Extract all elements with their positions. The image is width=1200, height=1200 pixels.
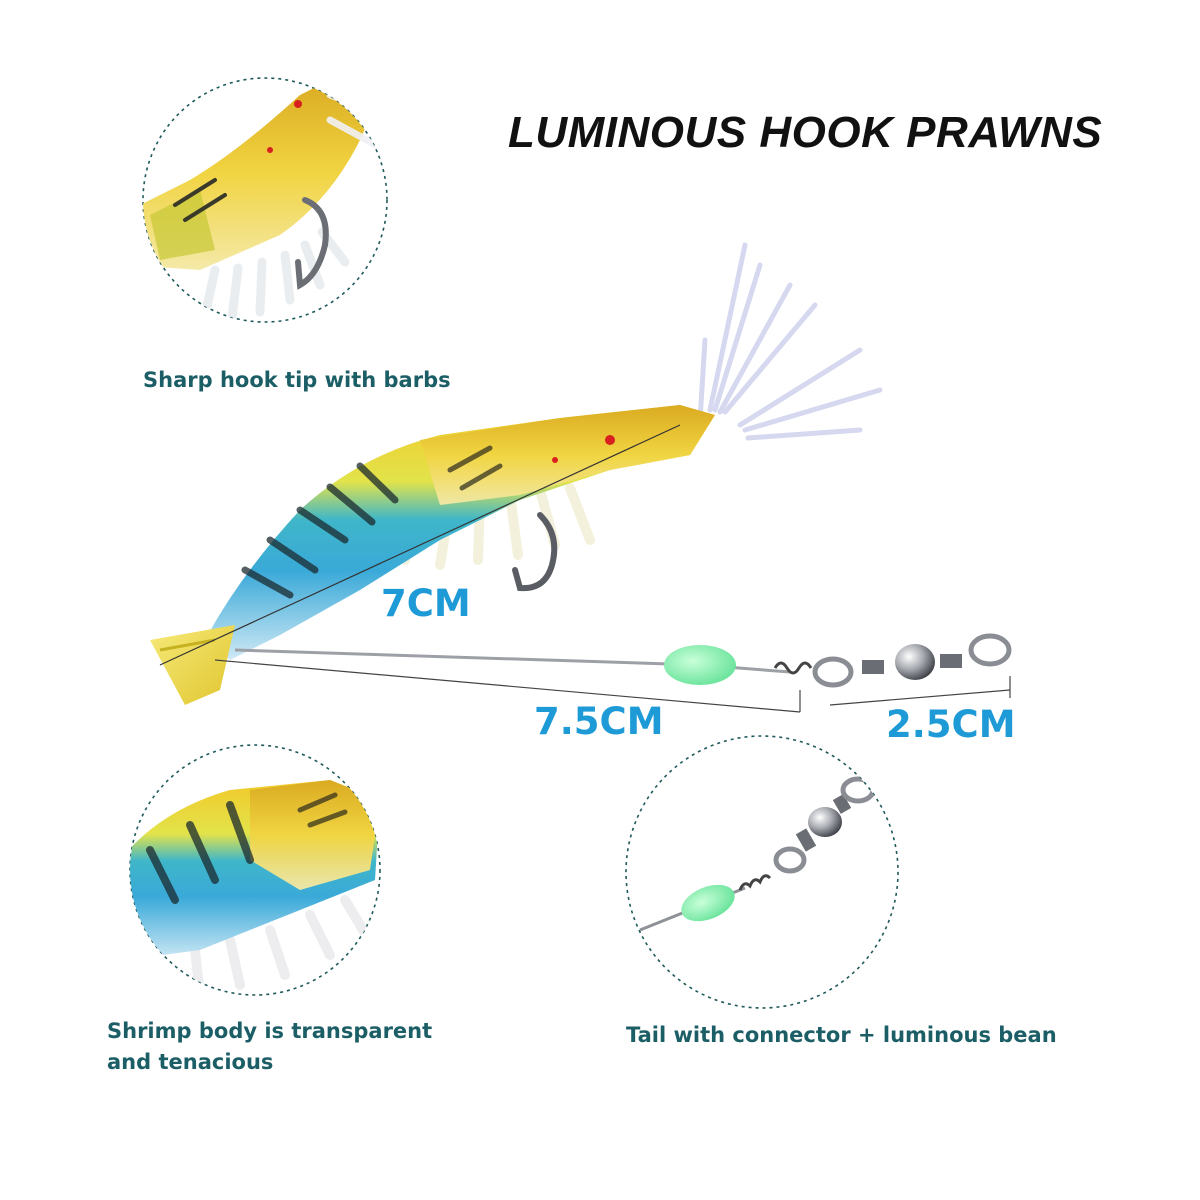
body-length-label: 7CM xyxy=(381,582,471,625)
swivel-length-label: 2.5CM xyxy=(886,703,1016,746)
page-title: LUMINOUS HOOK PRAWNS xyxy=(508,108,1103,157)
luminous-bead-icon xyxy=(664,645,736,685)
swivel-icon xyxy=(895,644,935,680)
body-caption-line2: and tenacious xyxy=(107,1050,274,1074)
body-caption-line1: Shrimp body is transparent xyxy=(107,1019,433,1043)
leader-length-label: 7.5CM xyxy=(534,700,664,743)
body-caption: Shrimp body is transparent and tenacious xyxy=(107,1016,432,1078)
shrimp-lure xyxy=(150,242,883,705)
hook-icon xyxy=(512,512,558,592)
leader-rig xyxy=(214,633,1012,713)
hook-closeup-callout xyxy=(142,77,388,323)
hook-icon xyxy=(295,197,329,290)
tail-closeup-callout xyxy=(625,735,899,1009)
hook-caption: Sharp hook tip with barbs xyxy=(143,368,451,392)
body-closeup-callout xyxy=(129,744,381,996)
tail-caption: Tail with connector + luminous bean xyxy=(626,1023,1057,1047)
